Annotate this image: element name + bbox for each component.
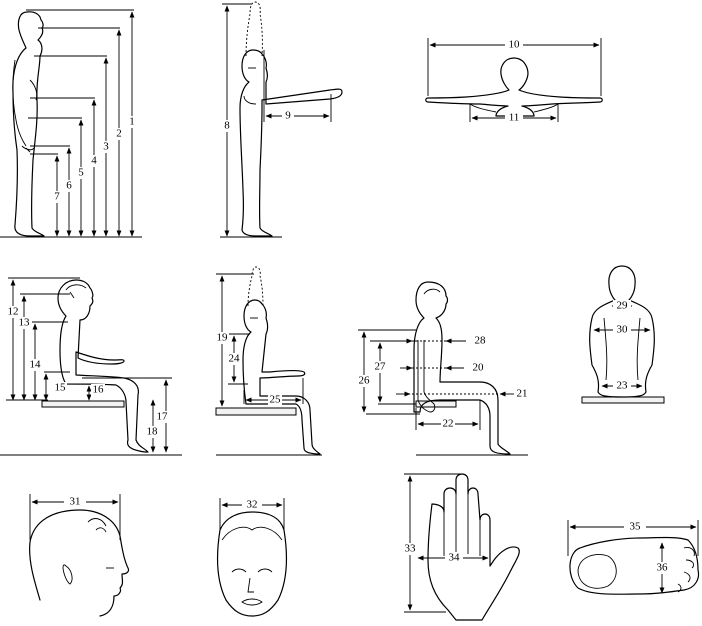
label-15: 15 [55,382,67,394]
label-2: 2 [116,128,122,140]
label-3: 3 [103,141,109,153]
label-35: 35 [630,521,642,533]
reach-dimension-lines [222,3,332,237]
label-6: 6 [66,180,72,192]
label-24: 24 [229,353,241,365]
seated-profile-dimension-lines [358,329,514,430]
label-22: 22 [443,418,454,430]
standing-dimension-lines [26,9,135,237]
label-16: 16 [93,384,105,396]
label-19: 19 [217,332,229,344]
standing-reach-figure [220,1,343,238]
foot-figure [569,536,700,595]
label-4: 4 [91,155,97,167]
label-5: 5 [78,167,84,179]
hand-figure [427,473,520,621]
label-8: 8 [224,120,230,132]
label-26: 26 [359,375,371,387]
head-side-figure [29,509,130,617]
label-34: 34 [449,552,461,564]
label-12: 12 [8,306,19,318]
seated-back-dimension-lines [593,303,651,389]
seated-profile-figure [413,281,528,456]
standing-side-figure [0,11,142,238]
label-13: 13 [19,317,31,329]
label-31: 31 [70,496,81,508]
head-front-figure [216,511,288,617]
label-33: 33 [405,543,417,555]
arm-span-figure [425,57,603,117]
label-7: 7 [54,191,60,203]
label-18: 18 [147,426,159,438]
label-21: 21 [517,388,528,400]
label-25: 25 [270,394,282,406]
label-36: 36 [657,562,669,574]
label-14: 14 [30,359,42,371]
label-29: 29 [617,300,629,312]
label-9: 9 [285,110,291,122]
label-23: 23 [617,380,629,392]
label-32: 32 [247,499,258,511]
label-28: 28 [475,335,487,347]
label-27: 27 [375,361,387,373]
label-10: 10 [509,39,521,51]
label-11: 11 [509,112,520,124]
seated-reach-figure [215,266,322,456]
label-17: 17 [157,411,169,423]
label-30: 30 [617,324,629,336]
label-1: 1 [129,116,135,128]
label-20: 20 [473,362,485,374]
